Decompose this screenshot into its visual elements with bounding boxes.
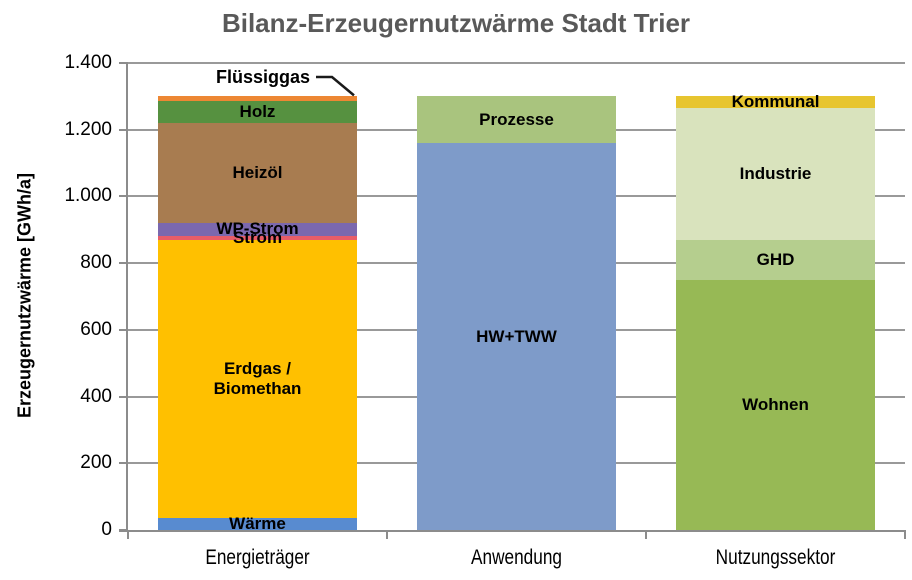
y-axis-line <box>126 63 128 532</box>
bar-anwendung: HW+TWW Prozesse <box>417 63 616 530</box>
segment-ghd <box>676 239 875 280</box>
segment-label-wp-strom: WP-Strom <box>216 219 299 239</box>
y-tick-800 <box>119 262 128 265</box>
segment-wp-strom <box>158 222 357 236</box>
y-tick-1400 <box>119 62 128 64</box>
segment-label-w-rme: Wärme <box>229 514 286 534</box>
segment-w-rme <box>158 518 357 530</box>
segment-label-kommunal: Kommunal <box>731 92 820 112</box>
segment-hw-tww <box>417 143 616 530</box>
segment-erdgas-biomethan <box>158 239 357 519</box>
y-tick-label-1200: 1.200 <box>64 118 112 140</box>
segment-industrie <box>676 108 875 240</box>
x-category-label-nutzungssektor: Nutzungssektor <box>715 546 836 569</box>
y-tick-label-600: 600 <box>80 318 112 340</box>
segment-kommunal <box>676 96 875 109</box>
segment-holz <box>158 101 357 123</box>
segment-label-heiz-l: Heizöl <box>232 162 283 182</box>
segment-label-strom: Strom <box>232 227 283 247</box>
segment-fl-ssiggas <box>158 96 357 102</box>
y-tick-label-0: 0 <box>101 519 112 540</box>
y-tick-label-1400: 1.400 <box>64 52 112 73</box>
callout-label-fl-ssiggas: Flüssiggas <box>215 67 310 87</box>
x-tick-1 <box>386 530 388 539</box>
y-tick-label-400: 400 <box>80 385 112 407</box>
x-tick-0 <box>127 530 129 539</box>
x-category-label-energietr-ger: Energieträger <box>205 546 310 569</box>
bar-nutzungssektor: Wohnen GHD Industrie Kommunal <box>676 63 875 530</box>
segment-label-holz: Holz <box>239 102 276 122</box>
y-tick-label-1000: 1.000 <box>64 185 112 207</box>
segment-heiz-l <box>158 122 357 223</box>
segment-label-ghd: GHD <box>756 249 795 269</box>
y-tick-400 <box>119 395 128 398</box>
x-axis-line <box>119 530 905 532</box>
x-tick-3 <box>904 530 906 539</box>
x-category-label-anwendung: Anwendung <box>471 546 562 569</box>
segment-label-hw-tww: HW+TWW <box>476 326 557 346</box>
segment-label-wohnen: Wohnen <box>742 394 809 414</box>
segment-wohnen <box>676 279 875 530</box>
segment-strom <box>158 235 357 240</box>
y-tick-label-200: 200 <box>80 452 112 474</box>
y-tick-0 <box>119 529 128 531</box>
chart-title: Bilanz-Erzeugernutzwärme Stadt Trier <box>221 8 691 38</box>
y-tick-label-800: 800 <box>80 252 112 274</box>
segment-label-prozesse: Prozesse <box>479 109 554 129</box>
y-tick-1200 <box>119 128 128 131</box>
y-tick-1000 <box>119 195 128 198</box>
x-tick-2 <box>645 530 647 539</box>
gridline-1400 <box>128 62 905 64</box>
segment-label-erdgas-biomethan: Erdgas /Biomethan <box>213 359 302 399</box>
y-axis-title: Erzeugernutzwärme [GWh/a] <box>14 172 35 419</box>
y-tick-600 <box>119 328 128 331</box>
segment-label-industrie: Industrie <box>739 163 812 183</box>
y-tick-200 <box>119 462 128 465</box>
segment-prozesse <box>417 96 616 144</box>
